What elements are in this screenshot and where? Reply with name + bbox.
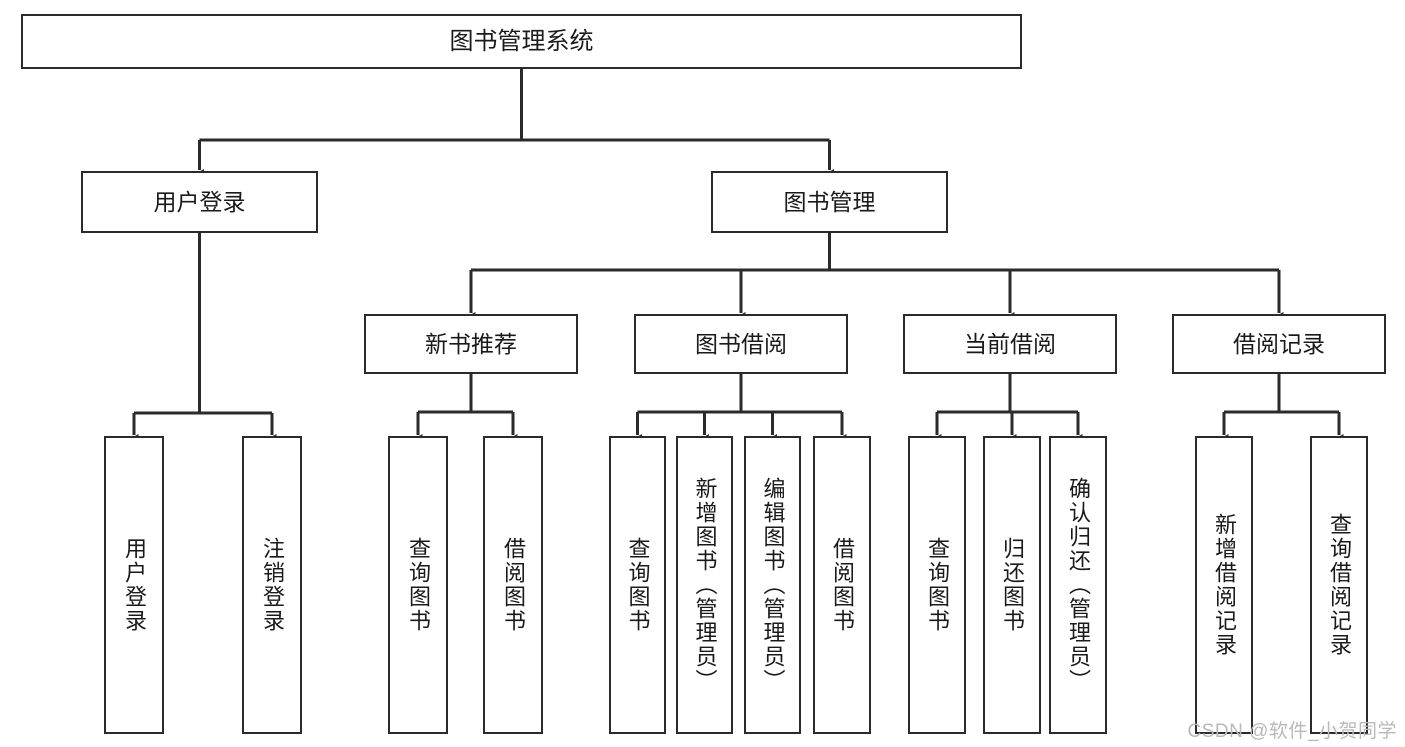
node-label-leaf-user-login: 用户登录 [122, 537, 147, 633]
node-label-user-login: 用户登录 [153, 188, 246, 215]
csdn-watermark: CSDN @软件_小贺同学 [1187, 721, 1397, 742]
node-leaf-confirm-return[interactable]: 确认归还（管理员） [1049, 436, 1107, 734]
node-leaf-edit-book[interactable]: 编辑图书（管理员） [744, 436, 801, 734]
node-label-new-book-recommend: 新书推荐 [425, 330, 517, 357]
node-label-root: 图书管理系统 [449, 27, 594, 55]
node-label-leaf-return-book: 归还图书 [1000, 537, 1025, 633]
node-leaf-logout[interactable]: 注销登录 [242, 436, 302, 734]
node-leaf-add-book[interactable]: 新增图书（管理员） [676, 436, 733, 734]
node-label-leaf-borrow-book-recommend: 借阅图书 [501, 537, 526, 633]
node-label-leaf-query-book-recommend: 查询图书 [406, 537, 431, 633]
node-current-borrow[interactable]: 当前借阅 [903, 314, 1117, 374]
node-label-leaf-borrow-book: 借阅图书 [830, 537, 855, 633]
node-leaf-borrow-book-recommend[interactable]: 借阅图书 [483, 436, 543, 734]
node-label-borrow-record: 借阅记录 [1233, 330, 1325, 357]
node-leaf-user-login[interactable]: 用户登录 [104, 436, 164, 734]
node-leaf-borrow-book[interactable]: 借阅图书 [813, 436, 871, 734]
node-label-leaf-add-borrow-record: 新增借阅记录 [1212, 513, 1237, 657]
node-label-book-borrow: 图书借阅 [695, 330, 787, 357]
node-leaf-query-book-current[interactable]: 查询图书 [908, 436, 966, 734]
node-label-leaf-logout: 注销登录 [260, 537, 285, 633]
node-label-leaf-query-book-borrow: 查询图书 [625, 537, 651, 633]
node-leaf-query-book-borrow[interactable]: 查询图书 [609, 436, 666, 734]
node-label-book-manage: 图书管理 [783, 188, 876, 215]
node-label-leaf-add-book: 新增图书（管理员） [692, 477, 718, 693]
node-book-manage[interactable]: 图书管理 [711, 171, 948, 233]
node-label-leaf-query-book-current: 查询图书 [925, 537, 950, 633]
node-label-leaf-query-borrow-record: 查询借阅记录 [1327, 513, 1352, 657]
node-label-current-borrow: 当前借阅 [964, 330, 1056, 357]
node-label-leaf-confirm-return: 确认归还（管理员） [1066, 477, 1091, 693]
node-label-leaf-edit-book: 编辑图书（管理员） [760, 477, 786, 693]
node-book-borrow[interactable]: 图书借阅 [634, 314, 848, 374]
node-leaf-query-book-recommend[interactable]: 查询图书 [388, 436, 448, 734]
node-user-login[interactable]: 用户登录 [81, 171, 318, 233]
node-leaf-query-borrow-record[interactable]: 查询借阅记录 [1310, 436, 1368, 734]
node-borrow-record[interactable]: 借阅记录 [1172, 314, 1386, 374]
node-leaf-add-borrow-record[interactable]: 新增借阅记录 [1195, 436, 1253, 734]
node-new-book-recommend[interactable]: 新书推荐 [364, 314, 578, 374]
node-leaf-return-book[interactable]: 归还图书 [983, 436, 1041, 734]
node-root[interactable]: 图书管理系统 [21, 14, 1022, 69]
